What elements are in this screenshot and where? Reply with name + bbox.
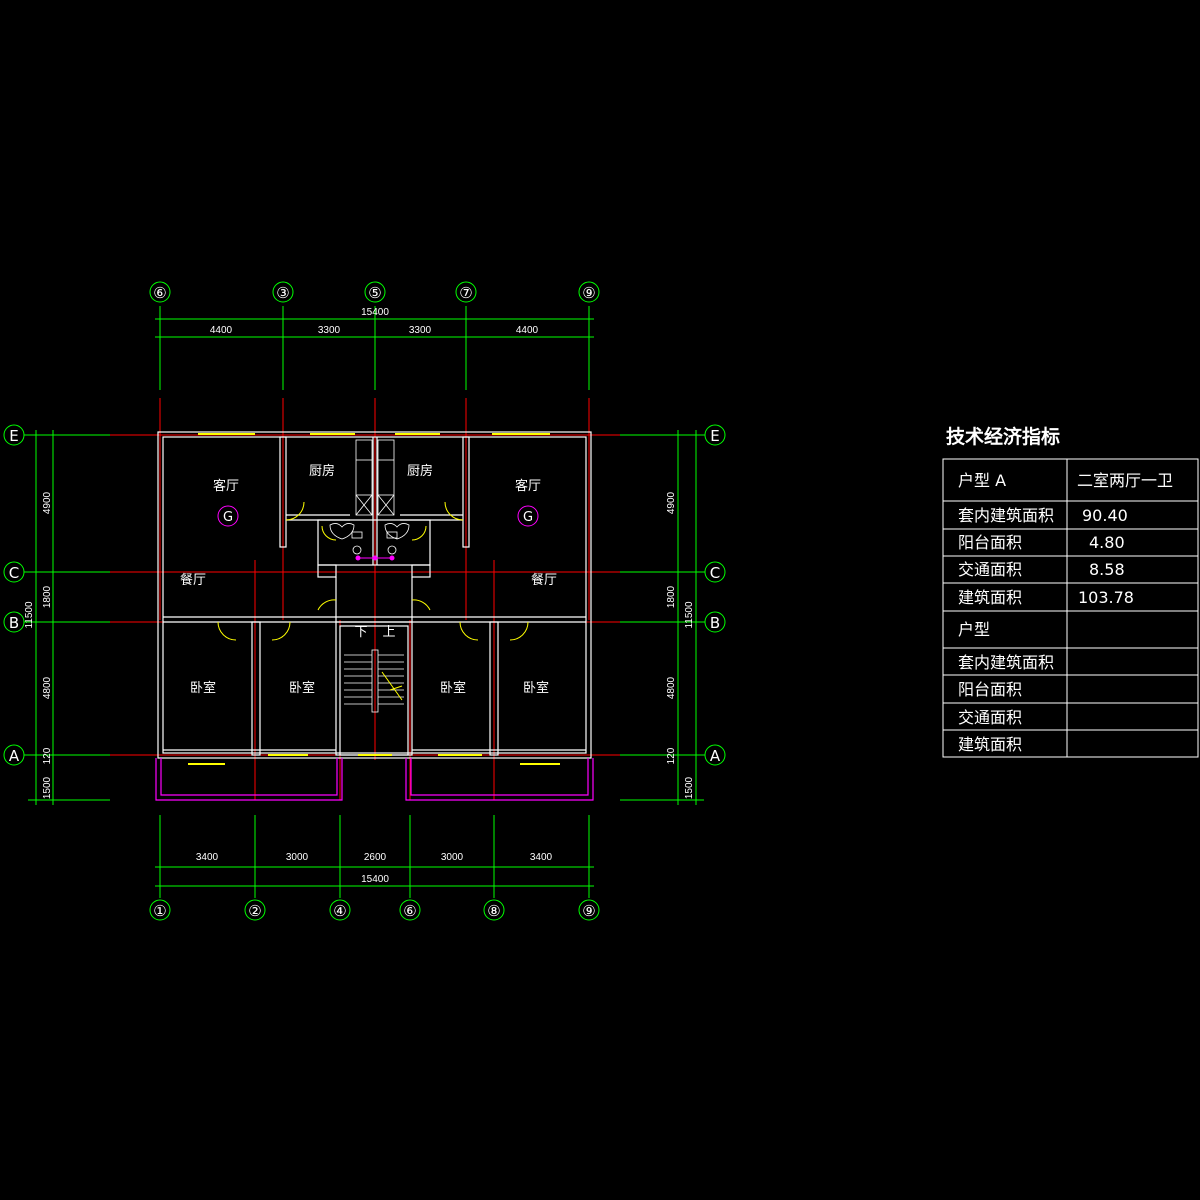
axis-label-left-c: C: [9, 564, 19, 582]
axis-bubble-leaders: [24, 434, 705, 756]
table-row-5-value: 103.78: [1078, 588, 1134, 607]
table-row-9-label: 交通面积: [958, 708, 1022, 727]
axis-label-top-3: ⑤: [368, 284, 381, 302]
room-labels: 客厅 客厅 厨房 厨房 餐厅 餐厅 卧室 卧室 卧室 卧室 下 上: [180, 463, 557, 696]
gas-meter-right-label: G: [523, 510, 533, 525]
table-row-5-label: 建筑面积: [958, 588, 1022, 607]
axis-label-bottom-1: ①: [153, 902, 166, 920]
room-bedroom-4: 卧室: [523, 680, 549, 696]
room-living-right: 客厅: [515, 478, 541, 494]
dim-left-seg-3: 4800: [42, 676, 53, 699]
stair-down-label: 下: [354, 625, 367, 640]
dimension-texts: 15400 4400 3300 3300 4400 3400 3000 2600…: [24, 307, 695, 885]
bathroom-fixtures: [329, 523, 410, 555]
dim-top-total: 15400: [361, 307, 389, 318]
room-kitchen-left: 厨房: [309, 463, 335, 479]
tech-indicators-table: 技术经济指标 户型 A 二室两厅一卫 套内建筑面积 90.40 阳台面积 4.8…: [942, 425, 1199, 758]
table-row-2-label: 套内建筑面积: [958, 506, 1054, 525]
axis-label-bottom-3: ④: [333, 902, 346, 920]
axis-label-top-2: ③: [276, 284, 289, 302]
dim-right-seg-4: 120: [666, 747, 677, 764]
axis-label-right-b: B: [710, 614, 720, 632]
table-row-6-label: 户型: [958, 620, 990, 639]
windows: [188, 433, 560, 765]
axis-label-left-b: B: [9, 614, 19, 632]
axis-label-top-4: ⑦: [459, 284, 472, 302]
dimension-lines: [28, 306, 704, 898]
axis-label-bottom-2: ②: [248, 902, 261, 920]
axis-label-right-a: A: [710, 747, 721, 765]
table-row-4-value: 8.58: [1089, 560, 1125, 579]
walls: [157, 431, 592, 759]
table-row-3-value: 4.80: [1089, 533, 1125, 552]
axis-label-top-5: ⑨: [582, 284, 595, 302]
dim-right-total: 11500: [684, 601, 695, 629]
table-row-2-value: 90.40: [1082, 506, 1128, 525]
dim-right-seg-3: 4800: [666, 676, 677, 699]
stair-direction-arrow: [381, 671, 403, 701]
room-dining-right: 餐厅: [531, 572, 557, 588]
door-swings: [217, 501, 529, 641]
dim-top-seg-2: 3300: [318, 325, 341, 336]
table-title: 技术经济指标: [946, 425, 1060, 448]
dim-top-seg-4: 4400: [516, 325, 539, 336]
axis-bubbles: [3, 281, 726, 921]
dim-bottom-seg-2: 3000: [286, 852, 309, 863]
gas-line: [355, 555, 395, 561]
stair-up-label: 上: [382, 625, 395, 640]
dim-right-seg-2: 1800: [666, 585, 677, 608]
room-living-left: 客厅: [213, 478, 239, 494]
axis-label-top-1: ⑥: [153, 284, 166, 302]
axis-label-bottom-5: ⑧: [487, 902, 500, 920]
kitchen-counters: [355, 439, 395, 516]
dim-bottom-seg-3: 2600: [364, 852, 387, 863]
axis-label-bottom-6: ⑨: [582, 902, 595, 920]
axis-labels: ⑥ ③ ⑤ ⑦ ⑨ ① ② ④ ⑥ ⑧ ⑨ E C B A E C B A: [9, 284, 721, 920]
dim-left-seg-4: 120: [42, 747, 53, 764]
dim-right-seg-5: 1500: [684, 776, 695, 799]
gas-meter-left-label: G: [223, 510, 233, 525]
dim-left-seg-1: 4900: [42, 491, 53, 514]
axis-label-right-c: C: [710, 564, 720, 582]
balconies: [155, 758, 594, 801]
dim-bottom-seg-1: 3400: [196, 852, 219, 863]
dim-top-seg-1: 4400: [210, 325, 233, 336]
table-row-8-label: 阳台面积: [958, 680, 1022, 699]
room-bedroom-1: 卧室: [190, 680, 216, 696]
table-row-1-label: 户型 A: [958, 471, 1006, 490]
dim-top-seg-3: 3300: [409, 325, 432, 336]
dim-bottom-seg-4: 3000: [441, 852, 464, 863]
dim-left-seg-5: 1500: [42, 776, 53, 799]
gas-meters: G G: [217, 505, 539, 527]
gas-meter-left-icon: [217, 505, 239, 527]
table-row-3-label: 阳台面积: [958, 533, 1022, 552]
dim-right-seg-1: 4900: [666, 491, 677, 514]
table-row-10-label: 建筑面积: [958, 735, 1022, 754]
dim-left-seg-2: 1800: [42, 585, 53, 608]
room-bedroom-3: 卧室: [440, 680, 466, 696]
room-bedroom-2: 卧室: [289, 680, 315, 696]
axis-label-bottom-4: ⑥: [403, 902, 416, 920]
room-dining-left: 餐厅: [180, 572, 206, 588]
dim-bottom-seg-5: 3400: [530, 852, 553, 863]
dim-left-total: 11500: [24, 601, 35, 629]
axis-label-right-e: E: [710, 427, 719, 445]
room-kitchen-right: 厨房: [407, 463, 433, 479]
table-row-7-label: 套内建筑面积: [958, 653, 1054, 672]
stairs: [344, 649, 404, 713]
table-row-1-value: 二室两厅一卫: [1077, 471, 1173, 490]
dim-bottom-total: 15400: [361, 874, 389, 885]
axis-label-left-a: A: [9, 747, 20, 765]
axis-label-left-e: E: [9, 427, 18, 445]
table-row-4-label: 交通面积: [958, 560, 1022, 579]
gas-meter-right-icon: [517, 505, 539, 527]
axis-lines: [55, 398, 675, 800]
